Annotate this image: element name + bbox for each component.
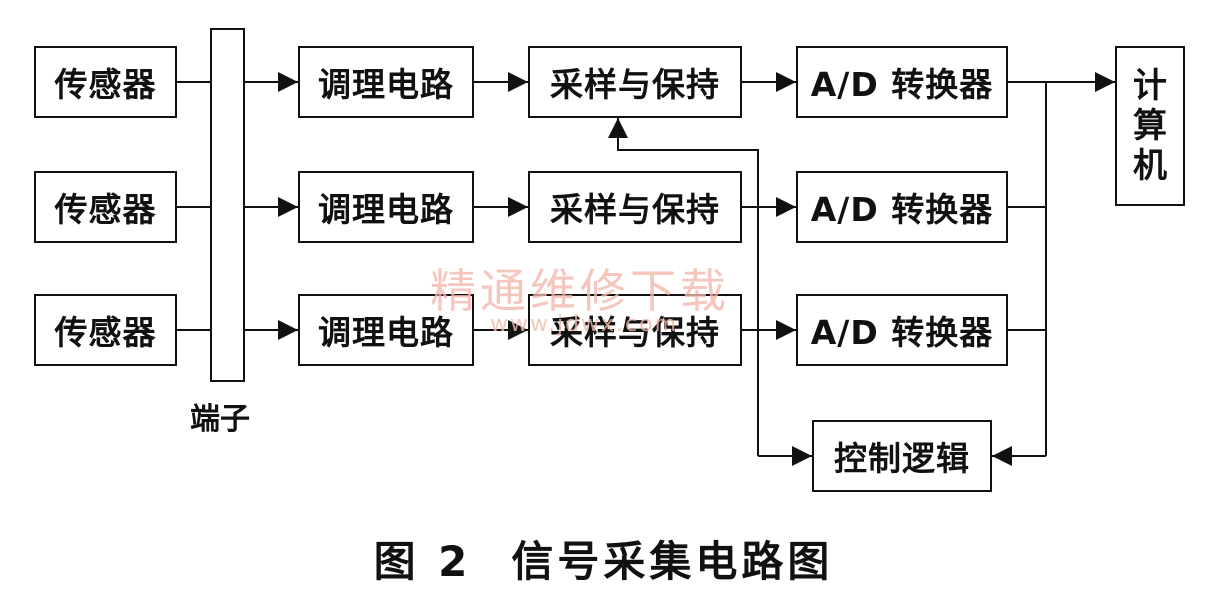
sensor-box-2: 传感器 <box>34 171 177 243</box>
figure-number: 图 2 <box>373 537 472 586</box>
wire-control-sh1 <box>608 118 759 456</box>
computer-char-3: 机 <box>1133 146 1167 186</box>
conditioning-box-2: 调理电路 <box>298 171 474 243</box>
sample-hold-box-3: 采样与保持 <box>528 294 742 366</box>
sample-hold-box-2: 采样与保持 <box>528 171 742 243</box>
adc-box-1: A/D 转换器 <box>796 46 1008 118</box>
figure-title: 信号采集电路图 <box>511 537 834 586</box>
computer-box: 计 算 机 <box>1115 46 1185 206</box>
watermark-text: 精通维修下载 <box>430 264 730 318</box>
conditioning-box-3: 调理电路 <box>298 294 474 366</box>
terminal-strip <box>210 28 245 382</box>
adc-box-3: A/D 转换器 <box>796 294 1008 366</box>
sensor-box-1: 传感器 <box>34 46 177 118</box>
sample-hold-box-1: 采样与保持 <box>528 46 742 118</box>
watermark-url: www.jdwx.com <box>490 312 679 337</box>
sensor-box-3: 传感器 <box>34 294 177 366</box>
figure-caption: 图 2 信号采集电路图 <box>0 528 1207 589</box>
adc-box-2: A/D 转换器 <box>796 171 1008 243</box>
conditioning-box-1: 调理电路 <box>298 46 474 118</box>
computer-char-1: 计 <box>1133 66 1167 106</box>
terminal-label: 端子 <box>190 402 250 437</box>
control-logic-box: 控制逻辑 <box>812 420 992 492</box>
computer-char-2: 算 <box>1133 106 1167 146</box>
